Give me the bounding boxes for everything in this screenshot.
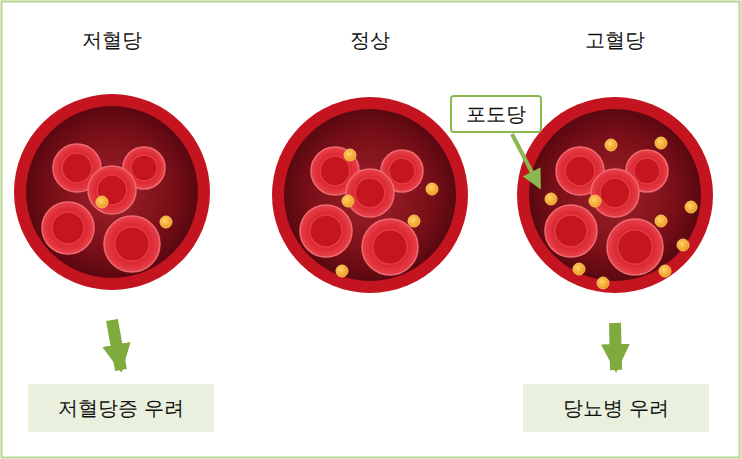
- red-blood-cell-center: [131, 155, 157, 181]
- box-label: 저혈당증 우려: [58, 396, 184, 420]
- red-blood-cell: [88, 166, 136, 214]
- panel-heading: 고혈당: [515, 28, 715, 52]
- glucose-dot: [677, 239, 689, 251]
- glucose-dot: [573, 263, 585, 275]
- glucose-dot: [655, 137, 667, 149]
- vessel-wall: [14, 94, 210, 290]
- red-blood-cell-center: [555, 215, 587, 247]
- red-blood-cell: [346, 169, 394, 217]
- panel-heading: 정상: [270, 28, 470, 52]
- glucose-dot: [342, 195, 354, 207]
- vessel-lumen: [529, 109, 701, 281]
- result-box: 저혈당증 우려: [28, 384, 214, 432]
- glucose-dot: [597, 277, 609, 289]
- down-arrow: [615, 323, 616, 370]
- red-blood-cell-center: [310, 215, 342, 247]
- red-blood-cell-center: [52, 212, 84, 244]
- red-blood-cell-center: [373, 230, 408, 265]
- result-box: 당뇨병 우려: [523, 384, 709, 432]
- red-blood-cell: [42, 202, 94, 254]
- callout-box: 포도당: [450, 95, 542, 133]
- glucose-dot: [605, 139, 617, 151]
- red-blood-cell-center: [115, 227, 150, 262]
- glucose-dot: [408, 215, 420, 227]
- red-blood-cell: [104, 216, 160, 272]
- glucose-dot: [655, 215, 667, 227]
- box-label: 포도당: [466, 102, 526, 126]
- vessel-lumen: [284, 109, 456, 281]
- glucose-dot: [96, 196, 108, 208]
- glucose-dot: [344, 149, 356, 161]
- vessel-panel: 고혈당: [515, 28, 715, 297]
- glucose-dot: [545, 193, 557, 205]
- red-blood-cell: [591, 169, 639, 217]
- red-blood-cell: [300, 205, 352, 257]
- vessel-lumen: [26, 106, 198, 278]
- red-blood-cell-center: [62, 153, 92, 183]
- red-blood-cell-center: [600, 178, 630, 208]
- red-blood-cell-center: [320, 156, 350, 186]
- red-blood-cell-center: [389, 158, 415, 184]
- vessel-panel: 정상: [270, 28, 470, 297]
- down-arrow: [112, 320, 121, 370]
- glucose-dot: [160, 216, 172, 228]
- red-blood-cell: [607, 219, 663, 275]
- glucose-dot: [336, 265, 348, 277]
- red-blood-cell-center: [618, 230, 653, 265]
- red-blood-cell-center: [355, 178, 385, 208]
- glucose-dot: [659, 265, 671, 277]
- vessel-panel: 저혈당: [12, 28, 212, 294]
- vessel-wall: [517, 97, 713, 293]
- red-blood-cell-center: [634, 158, 660, 184]
- panel-heading: 저혈당: [12, 28, 212, 52]
- box-label: 당뇨병 우려: [563, 396, 669, 420]
- red-blood-cell-center: [565, 156, 595, 186]
- red-blood-cell: [545, 205, 597, 257]
- leader-line: [512, 134, 539, 186]
- red-blood-cell: [362, 219, 418, 275]
- glucose-dot: [685, 201, 697, 213]
- glucose-dot: [589, 195, 601, 207]
- glucose-dot: [426, 183, 438, 195]
- vessel-wall: [272, 97, 468, 293]
